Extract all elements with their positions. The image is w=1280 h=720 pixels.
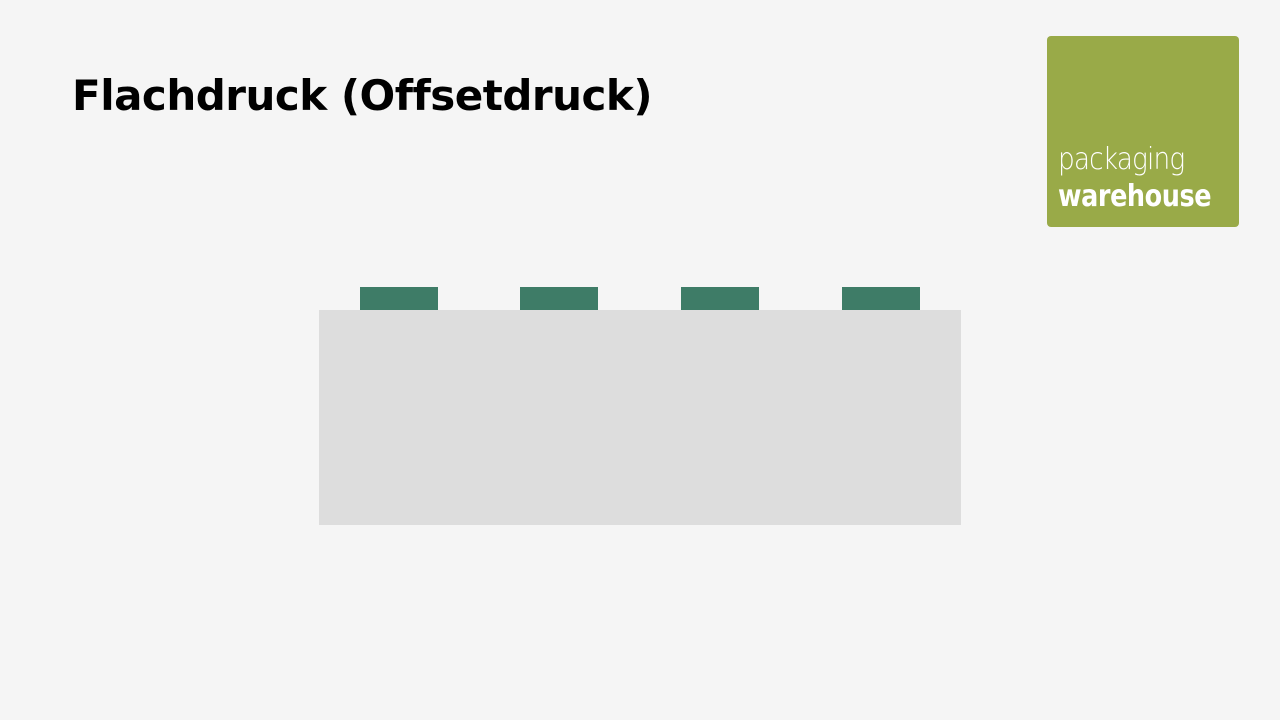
slide-title: Flachdruck (Offsetdruck) <box>72 71 653 120</box>
logo-text-packaging: packaging <box>1058 142 1185 177</box>
packaging-warehouse-logo: packaging warehouse <box>1047 36 1239 227</box>
printing-plate <box>319 310 961 525</box>
ink-area <box>842 287 920 310</box>
ink-area <box>360 287 438 310</box>
logo-text-warehouse: warehouse <box>1058 179 1212 214</box>
ink-area <box>520 287 598 310</box>
ink-area <box>681 287 759 310</box>
